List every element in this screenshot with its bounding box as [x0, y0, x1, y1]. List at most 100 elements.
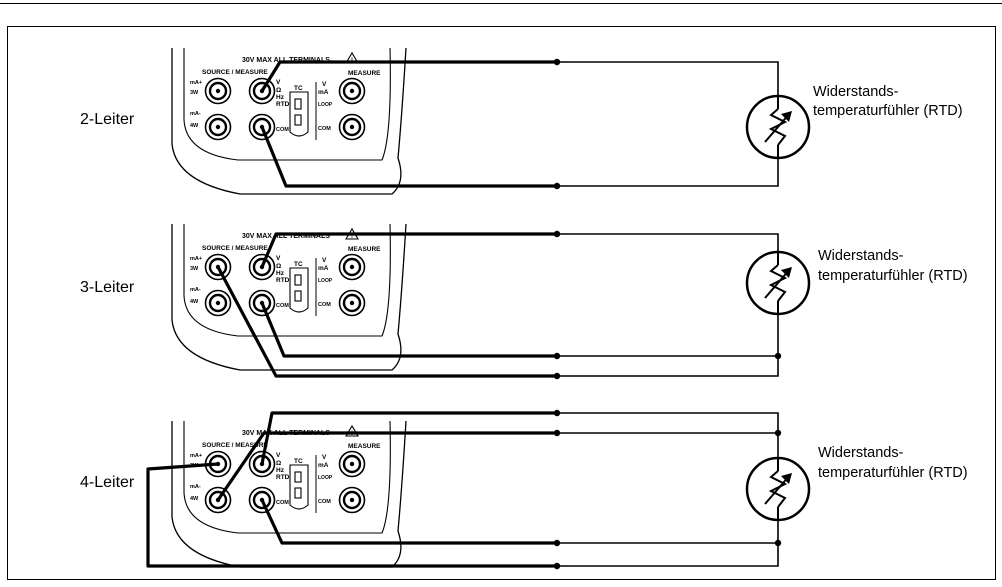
- rtd-arrow-head: [781, 267, 792, 278]
- junction-dot: [774, 352, 782, 360]
- wire: [260, 301, 559, 358]
- junction-dot: [553, 372, 561, 380]
- rtd-label-line1: Widerstands-: [818, 445, 904, 461]
- v-label: V: [276, 452, 281, 459]
- rtd-label-line2: temperaturfühler (RTD): [813, 103, 963, 119]
- junction-dot: [553, 539, 561, 547]
- wire: [260, 232, 559, 269]
- measure-label: MEASURE: [348, 246, 381, 253]
- figure-frame: [7, 26, 996, 580]
- three-w-label: 3W: [190, 90, 199, 96]
- v-label: V: [276, 79, 281, 86]
- four-w-label: 4W: [190, 123, 199, 129]
- rtd-label: RTD: [276, 474, 290, 481]
- tc-socket: [289, 464, 309, 510]
- meter-body-outline: [171, 47, 407, 195]
- wire: [260, 125, 559, 188]
- wire-thin: [557, 158, 779, 187]
- tc-slot-top: [294, 471, 302, 483]
- measure-ma-label: mA: [318, 265, 329, 272]
- configuration-4-wire: 4-Leiter 30V MAX ALL TERMINALS!SOURCE / M…: [80, 409, 968, 570]
- rtd-arrow-head: [781, 473, 792, 484]
- hz-label: Hz: [276, 467, 285, 474]
- jack-source-low-pin: [215, 300, 221, 306]
- rtd-label: RTD: [276, 277, 290, 284]
- rtd-label: RTD: [276, 101, 290, 108]
- tc-label: TC: [294, 458, 303, 465]
- rtd-label-line1: Widerstands-: [813, 84, 899, 100]
- junction-dot: [553, 562, 561, 570]
- measure-ma-label: mA: [318, 462, 329, 469]
- com-label-left: COM: [276, 500, 289, 506]
- wire: [216, 265, 559, 378]
- rtd-label-line1: Widerstands-: [818, 248, 904, 264]
- ma-plus-label: mA+: [190, 256, 202, 262]
- measure-ma-label: mA: [318, 89, 329, 96]
- com-label-left: COM: [276, 303, 289, 309]
- jack-measure-com-pin: [349, 300, 355, 306]
- loop-label: LOOP: [318, 278, 333, 284]
- top-rule: [0, 3, 1002, 4]
- rtd-sensor-symbol: [745, 94, 811, 160]
- ma-plus-label: mA+: [190, 453, 202, 459]
- wire-thin: [557, 233, 779, 251]
- com-label-right: COM: [318, 126, 331, 132]
- jack-measure-com-pin: [349, 124, 355, 130]
- warning-mark: !: [351, 234, 353, 240]
- measure-label: MEASURE: [348, 443, 381, 450]
- four-w-label: 4W: [190, 496, 199, 502]
- v-label: V: [276, 255, 281, 262]
- junction-dot: [774, 539, 782, 547]
- tc-slot-top: [294, 98, 302, 110]
- rtd-label-line2: temperaturfühler (RTD): [818, 268, 968, 284]
- wire-thin: [557, 412, 779, 458]
- three-w-label: 3W: [190, 266, 199, 272]
- measure-v-label: V: [322, 257, 327, 264]
- wire: [260, 411, 559, 466]
- tc-slot-top: [294, 274, 302, 286]
- rtd-sensor-symbol: [745, 456, 811, 522]
- jack-source-high-pin: [215, 88, 221, 94]
- config-label: 4-Leiter: [80, 474, 135, 491]
- junction-dot: [553, 429, 561, 437]
- tc-slot-bottom: [294, 290, 302, 302]
- rtd-sensor-symbol: [745, 250, 811, 316]
- wire: [146, 462, 559, 568]
- rtd-label-line2: temperaturfühler (RTD): [818, 465, 968, 481]
- source-measure-label: SOURCE / MEASURE: [202, 245, 268, 252]
- wire-thin: [557, 543, 779, 567]
- ma-minus-label: mA-: [190, 484, 201, 490]
- jack-measure-v-pin: [349, 264, 355, 270]
- junction-dot: [553, 182, 561, 190]
- hz-label: Hz: [276, 94, 285, 101]
- panel-outline: [183, 420, 391, 534]
- ma-minus-label: mA-: [190, 111, 201, 117]
- com-label-left: COM: [276, 127, 289, 133]
- warning-triangle-icon: [345, 424, 359, 437]
- ma-minus-label: mA-: [190, 287, 201, 293]
- com-label-right: COM: [318, 302, 331, 308]
- hz-label: Hz: [276, 270, 285, 277]
- omega-label: Ω: [276, 460, 281, 467]
- wire: [260, 60, 559, 93]
- panel-outline: [183, 47, 391, 161]
- tc-slot-bottom: [294, 114, 302, 126]
- jack-source-low-pin: [215, 124, 221, 130]
- source-measure-label: SOURCE / MEASURE: [202, 69, 268, 76]
- loop-label: LOOP: [318, 475, 333, 481]
- panel-outline: [183, 223, 391, 337]
- source-measure-label: SOURCE / MEASURE: [202, 442, 268, 449]
- tc-socket: [289, 91, 309, 137]
- jack-measure-v-pin: [349, 88, 355, 94]
- junction-dot: [553, 352, 561, 360]
- wire: [216, 431, 559, 502]
- wire-thin: [557, 520, 779, 544]
- measure-label: MEASURE: [348, 70, 381, 77]
- junction-dot: [553, 58, 561, 66]
